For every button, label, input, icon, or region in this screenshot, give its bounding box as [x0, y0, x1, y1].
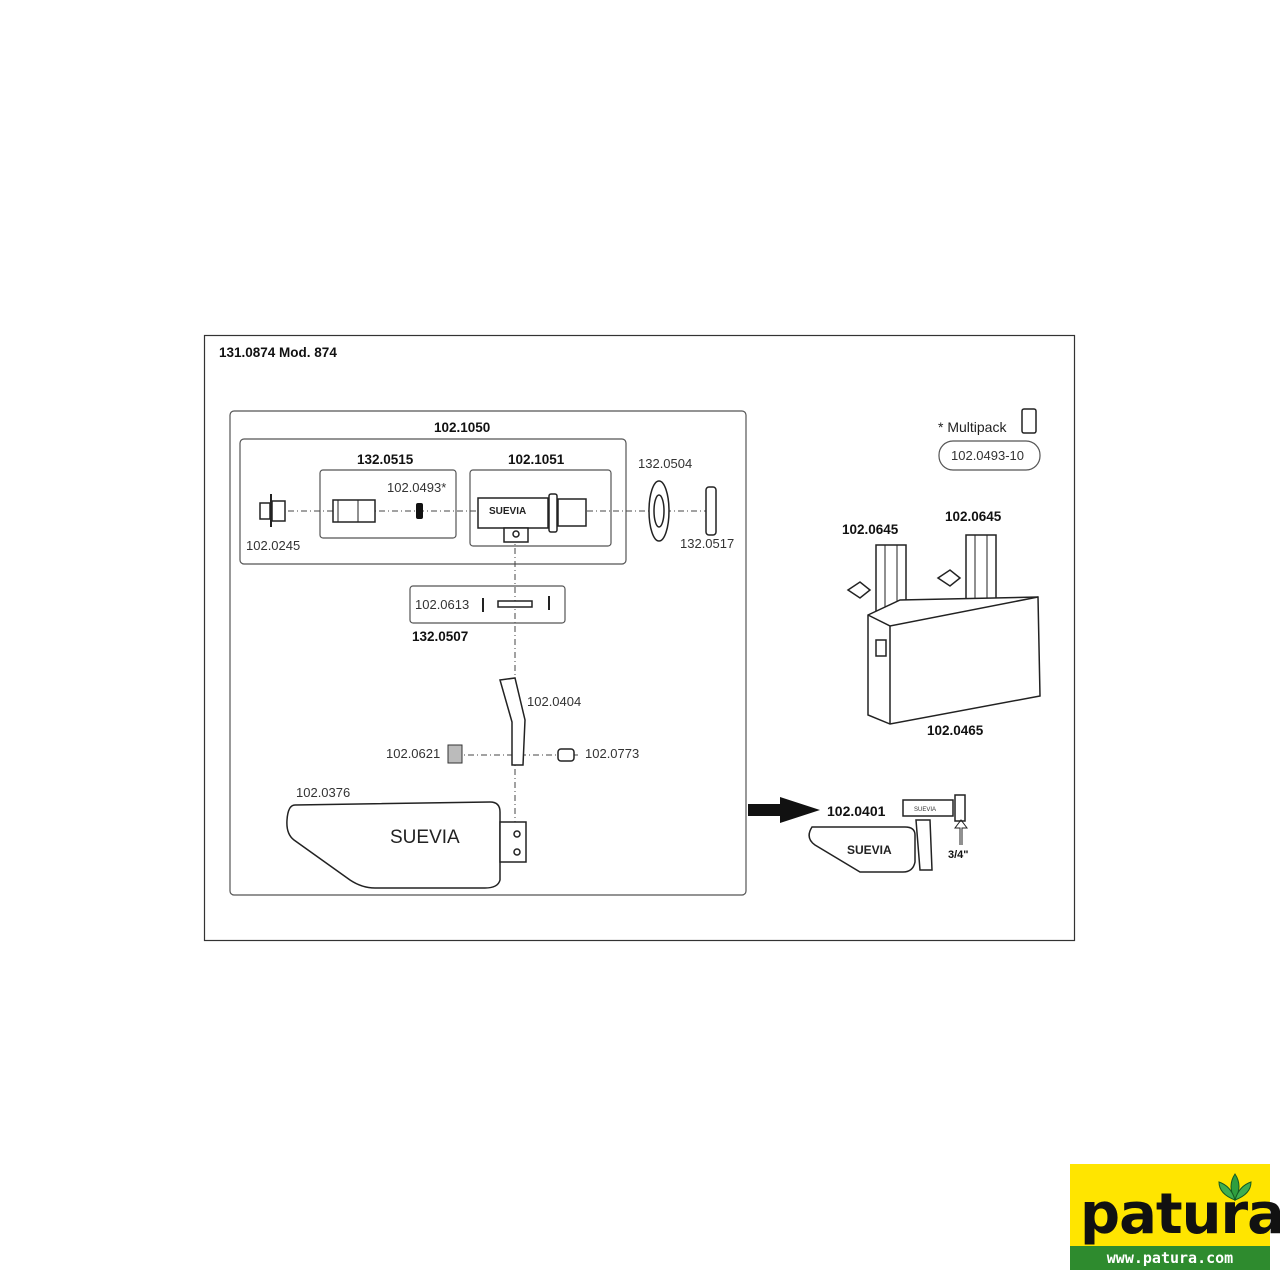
thread-arrow-icon: [954, 819, 968, 845]
alt-nut-part: [954, 794, 966, 822]
label-rivet: 102.0773: [585, 746, 639, 761]
alt-valve-brand: SUEVIA: [914, 807, 936, 813]
paddle-brand: SUEVIA: [390, 827, 460, 848]
label-paddle: 102.0376: [296, 785, 350, 800]
valve-group-box: [229, 410, 747, 896]
label-washer: 132.0504: [638, 456, 692, 471]
patura-logo[interactable]: patura www.patura.com: [1070, 1164, 1280, 1270]
multipack-icon: [1021, 408, 1037, 434]
label-thread: 3/4": [948, 849, 969, 861]
nozzle-part: [259, 494, 286, 527]
label-tank: 102.0465: [927, 723, 984, 738]
multipack-code: 102.0493-10: [951, 448, 1024, 463]
pin-part: [497, 600, 533, 608]
bolt-part: [447, 744, 463, 764]
sub1-box: [319, 469, 457, 539]
tank-part: [867, 596, 1041, 725]
alt-paddle-part: [808, 826, 916, 873]
label-lever: 102.0404: [527, 694, 581, 709]
label-bracket-right: 102.0645: [945, 509, 1002, 524]
housing-part: [477, 493, 587, 543]
bracket-right-part: [965, 534, 997, 604]
label-sub1: 132.0515: [357, 452, 414, 467]
label-assembly: 102.1050: [434, 420, 490, 435]
lever-part: [499, 677, 526, 766]
logo-url: www.patura.com: [1070, 1246, 1270, 1270]
housing-brand: SUEVIA: [489, 506, 526, 517]
label-sub2: 102.1051: [508, 452, 565, 467]
alt-lever-part: [915, 819, 933, 871]
label-pin: 102.0613: [415, 597, 469, 612]
multipack-label: * Multipack: [938, 419, 1007, 435]
label-bracket-left: 102.0645: [842, 522, 899, 537]
diagram-frame: [203, 334, 1076, 942]
alt-paddle-brand: SUEVIA: [847, 843, 892, 857]
label-alt-assembly: 102.0401: [827, 803, 886, 819]
alt-valve-part: [902, 799, 954, 817]
diagram-title: 131.0874 Mod. 874: [219, 345, 337, 360]
label-bolt: 102.0621: [386, 746, 440, 761]
label-nut: 132.0517: [680, 536, 734, 551]
paddle-part: [286, 801, 501, 889]
multipack-badge: [938, 440, 1041, 471]
leaf-icon: [1218, 1173, 1252, 1202]
label-nozzle: 102.0245: [246, 538, 300, 553]
label-seal: 102.0493*: [387, 480, 446, 495]
valve-part: [332, 499, 376, 523]
wingnut-left-icon: [846, 581, 872, 599]
arrow-icon: [748, 797, 820, 823]
logo-wordmark: patura: [1080, 1182, 1280, 1247]
nut-part: [705, 486, 717, 536]
assembly-box: [239, 438, 627, 565]
pin-set-box: [409, 585, 566, 624]
sub2-box: [469, 469, 612, 547]
wingnut-right-icon: [936, 569, 962, 587]
label-pin-set: 132.0507: [412, 629, 468, 644]
seal-part: [416, 503, 423, 519]
rivet-part: [557, 748, 575, 762]
